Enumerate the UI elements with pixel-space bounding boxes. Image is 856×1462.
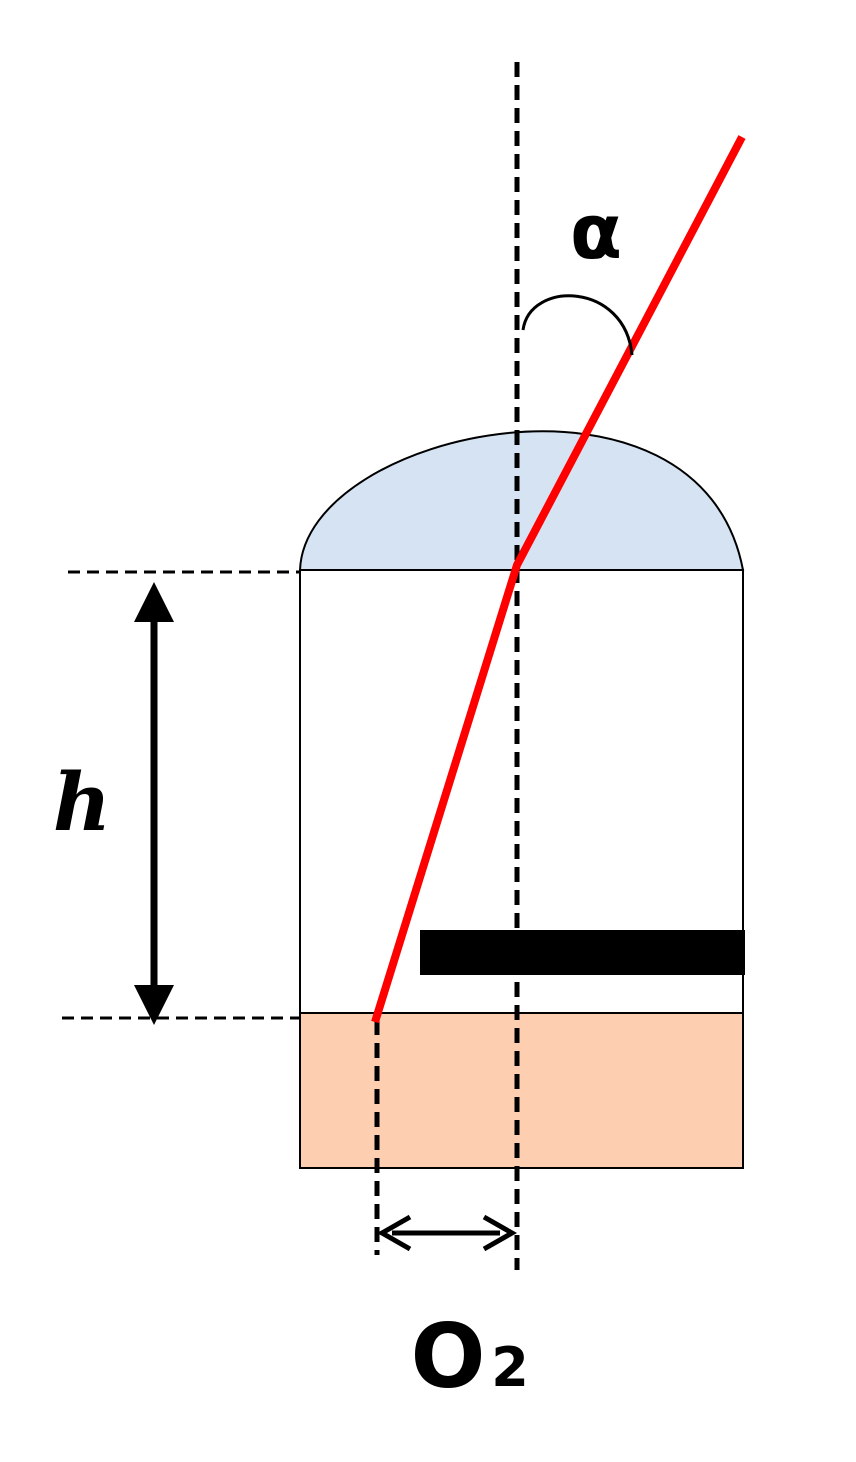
offset-arrow-head-left bbox=[376, 1214, 412, 1252]
offset-label-subscript: 2 bbox=[491, 1336, 529, 1399]
angle-arc bbox=[521, 294, 634, 356]
base-block bbox=[299, 1012, 744, 1169]
light-ray bbox=[371, 135, 746, 1024]
height-arrow-head-top bbox=[134, 582, 174, 622]
stop-bar bbox=[420, 930, 745, 975]
offset-arrow-head-right bbox=[482, 1214, 518, 1252]
height-arrow-head-bottom bbox=[134, 985, 174, 1025]
angle-label: α bbox=[570, 187, 622, 276]
height-label: h bbox=[53, 755, 111, 849]
offset-label: O bbox=[411, 1305, 486, 1408]
